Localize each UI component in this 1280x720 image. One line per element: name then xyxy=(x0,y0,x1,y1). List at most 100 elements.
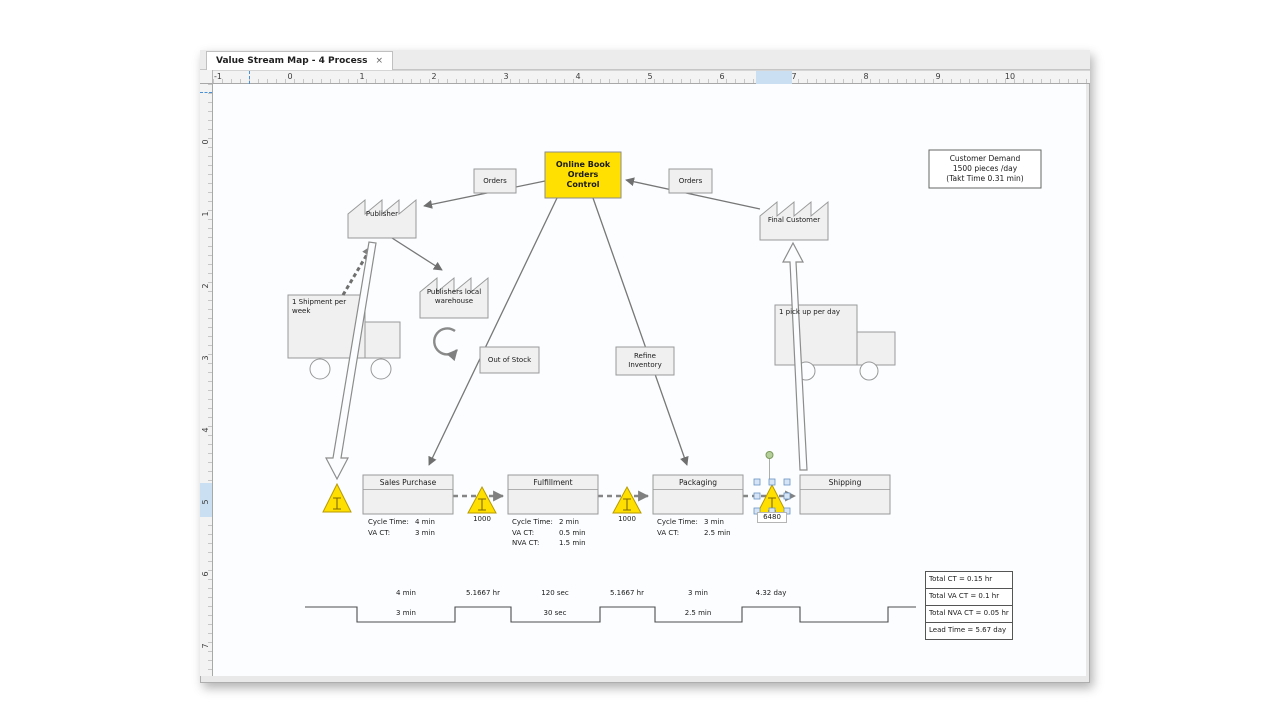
material-flow-arrow-to-inventory[interactable] xyxy=(325,241,377,481)
control-center-box[interactable] xyxy=(544,151,622,199)
inventory-triangle-icon-3[interactable] xyxy=(612,485,642,514)
page-guide-line xyxy=(200,92,212,93)
timeline-top-label: 3 min xyxy=(688,589,708,597)
summary-lead-time[interactable]: Lead Time = 5.67 day xyxy=(925,622,1013,640)
tab-close-icon[interactable]: × xyxy=(375,56,383,66)
inventory-count-1[interactable]: 1000 xyxy=(473,515,491,523)
timeline-bottom-label: 2.5 min xyxy=(684,609,712,617)
factory-icon-final-customer[interactable] xyxy=(759,200,829,241)
process-box-shipping[interactable] xyxy=(799,474,891,515)
ruler-number: 8 xyxy=(863,72,869,81)
control-line-3: Control xyxy=(566,180,600,189)
publisher-label[interactable]: Publisher xyxy=(365,210,399,218)
process-box-sales-purchase[interactable] xyxy=(362,474,454,515)
process-title-packaging[interactable]: Packaging xyxy=(678,478,718,487)
metric-value: 3 min xyxy=(415,528,435,537)
ruler-number: 6 xyxy=(719,72,725,81)
connector-control-to-packaging[interactable] xyxy=(592,197,689,466)
ruler-selection-highlight xyxy=(200,483,212,517)
metric-label: VA CT: xyxy=(512,528,535,537)
refine-inventory-box[interactable] xyxy=(615,346,675,376)
ruler-number: 5 xyxy=(647,72,653,81)
rotation-handle[interactable] xyxy=(765,451,774,459)
demand-line-3: (Takt Time 0.31 min) xyxy=(946,174,1024,183)
summary-total-nva-ct[interactable]: Total NVA CT = 0.05 hr xyxy=(925,605,1013,623)
inventory-count-2[interactable]: 1000 xyxy=(618,515,636,523)
material-flow-arrow-to-customer[interactable] xyxy=(782,241,808,471)
summary-total-ct[interactable]: Total CT = 0.15 hr xyxy=(925,571,1013,589)
final-customer-label[interactable]: Final Customer xyxy=(767,215,821,224)
metric-value: 2.5 min xyxy=(704,528,731,537)
ruler-number: 7 xyxy=(791,72,797,81)
orders-right-label[interactable]: Orders xyxy=(678,176,703,185)
timeline-top-label: 5.1667 hr xyxy=(465,589,501,597)
ruler-number: 1 xyxy=(359,72,365,81)
tab-bar: Value Stream Map - 4 Process × xyxy=(200,50,1090,70)
connector-customer-to-control[interactable] xyxy=(625,177,761,210)
metrics-packaging[interactable]: Cycle Time:3 min VA CT:2.5 min xyxy=(657,517,731,538)
control-line-2: Orders xyxy=(567,170,599,179)
metric-value: 1.5 min xyxy=(559,539,586,547)
timeline-top-label: 4 min xyxy=(396,589,416,597)
selection-handles[interactable] xyxy=(753,451,791,515)
truck-left-label[interactable]: 1 Shipment per week xyxy=(292,298,347,315)
process-title-fulfillment[interactable]: Fulfillment xyxy=(533,478,573,487)
timeline-top-label: 5.1667 hr xyxy=(609,589,645,597)
horizontal-ruler[interactable]: -1 0 1 2 3 4 5 6 7 8 9 10 xyxy=(213,70,1090,84)
truck-left-icon[interactable] xyxy=(287,294,401,380)
metric-value: 4 min xyxy=(415,518,435,526)
loop-arrow-icon[interactable] xyxy=(433,327,458,362)
factory-icon-publisher[interactable] xyxy=(347,198,417,239)
customer-demand-label[interactable]: Customer Demand 1500 pieces /day (Takt T… xyxy=(929,150,1041,188)
process-title-sales-purchase[interactable]: Sales Purchase xyxy=(379,478,437,487)
control-center-label[interactable]: Online Book Orders Control xyxy=(545,152,621,198)
metric-value: 2 min xyxy=(559,518,579,526)
tab-title: Value Stream Map - 4 Process xyxy=(216,56,368,66)
refine-inventory-text: Refine Inventory xyxy=(628,352,662,369)
metric-label: Cycle Time: xyxy=(657,518,698,526)
control-line-1: Online Book xyxy=(555,160,611,169)
shipment-dashed-arrow[interactable] xyxy=(341,245,374,296)
metric-label: VA CT: xyxy=(657,528,680,537)
connector-publisher-to-warehouse[interactable] xyxy=(391,237,443,271)
timeline-ladder[interactable] xyxy=(305,606,916,623)
timeline-top-label: 4.32 day xyxy=(755,589,787,597)
out-of-stock-box[interactable] xyxy=(479,346,540,374)
customer-demand-box[interactable] xyxy=(928,149,1042,189)
demand-line-1: Customer Demand xyxy=(949,154,1021,163)
warehouse-label[interactable]: Publishers local warehouse xyxy=(420,278,488,316)
ruler-number: 0 xyxy=(287,72,293,81)
metric-label: NVA CT: xyxy=(512,539,540,547)
metrics-sales-purchase[interactable]: Cycle Time: 4 min VA CT: 3 min xyxy=(368,517,435,538)
ruler-number: 4 xyxy=(575,72,581,81)
truck-right-label[interactable]: 1 pick up per day xyxy=(779,308,841,316)
summary-total-va-ct[interactable]: Total VA CT = 0.1 hr xyxy=(925,588,1013,606)
out-of-stock-label[interactable]: Out of Stock xyxy=(487,355,532,364)
process-box-packaging[interactable] xyxy=(652,474,744,515)
timeline-bottom-label: 3 min xyxy=(396,609,416,617)
process-title-shipping[interactable]: Shipping xyxy=(828,478,862,487)
timeline-top-label: 120 sec xyxy=(541,589,569,597)
page-guide-line xyxy=(249,71,250,84)
ruler-number: -1 xyxy=(214,72,222,81)
inventory-count-3-selected[interactable]: 6480 xyxy=(757,512,787,523)
metrics-fulfillment[interactable]: Cycle Time:2 min VA CT:0.5 min NVA CT:1.… xyxy=(512,517,586,549)
inventory-triangle-icon-2[interactable] xyxy=(467,485,497,514)
metric-label: Cycle Time: xyxy=(368,518,409,526)
metric-label: Cycle Time: xyxy=(512,518,553,526)
orders-left-box[interactable] xyxy=(473,168,517,194)
process-box-fulfillment[interactable] xyxy=(507,474,599,515)
vertical-ruler[interactable]: 0 1 2 3 4 5 6 7 xyxy=(200,84,213,676)
connector-control-to-sales[interactable] xyxy=(428,197,558,466)
orders-left-label[interactable]: Orders xyxy=(483,176,507,185)
refine-inventory-label[interactable]: Refine Inventory xyxy=(616,347,674,375)
metric-label: VA CT: xyxy=(368,528,391,537)
demand-line-2: 1500 pieces /day xyxy=(952,164,1018,173)
timeline-bottom-label: 30 sec xyxy=(543,609,567,617)
factory-icon-warehouse[interactable] xyxy=(419,276,489,319)
tab-value-stream-map[interactable]: Value Stream Map - 4 Process × xyxy=(206,51,393,70)
inventory-triangle-icon-1[interactable] xyxy=(322,482,352,513)
orders-right-box[interactable] xyxy=(668,168,713,194)
